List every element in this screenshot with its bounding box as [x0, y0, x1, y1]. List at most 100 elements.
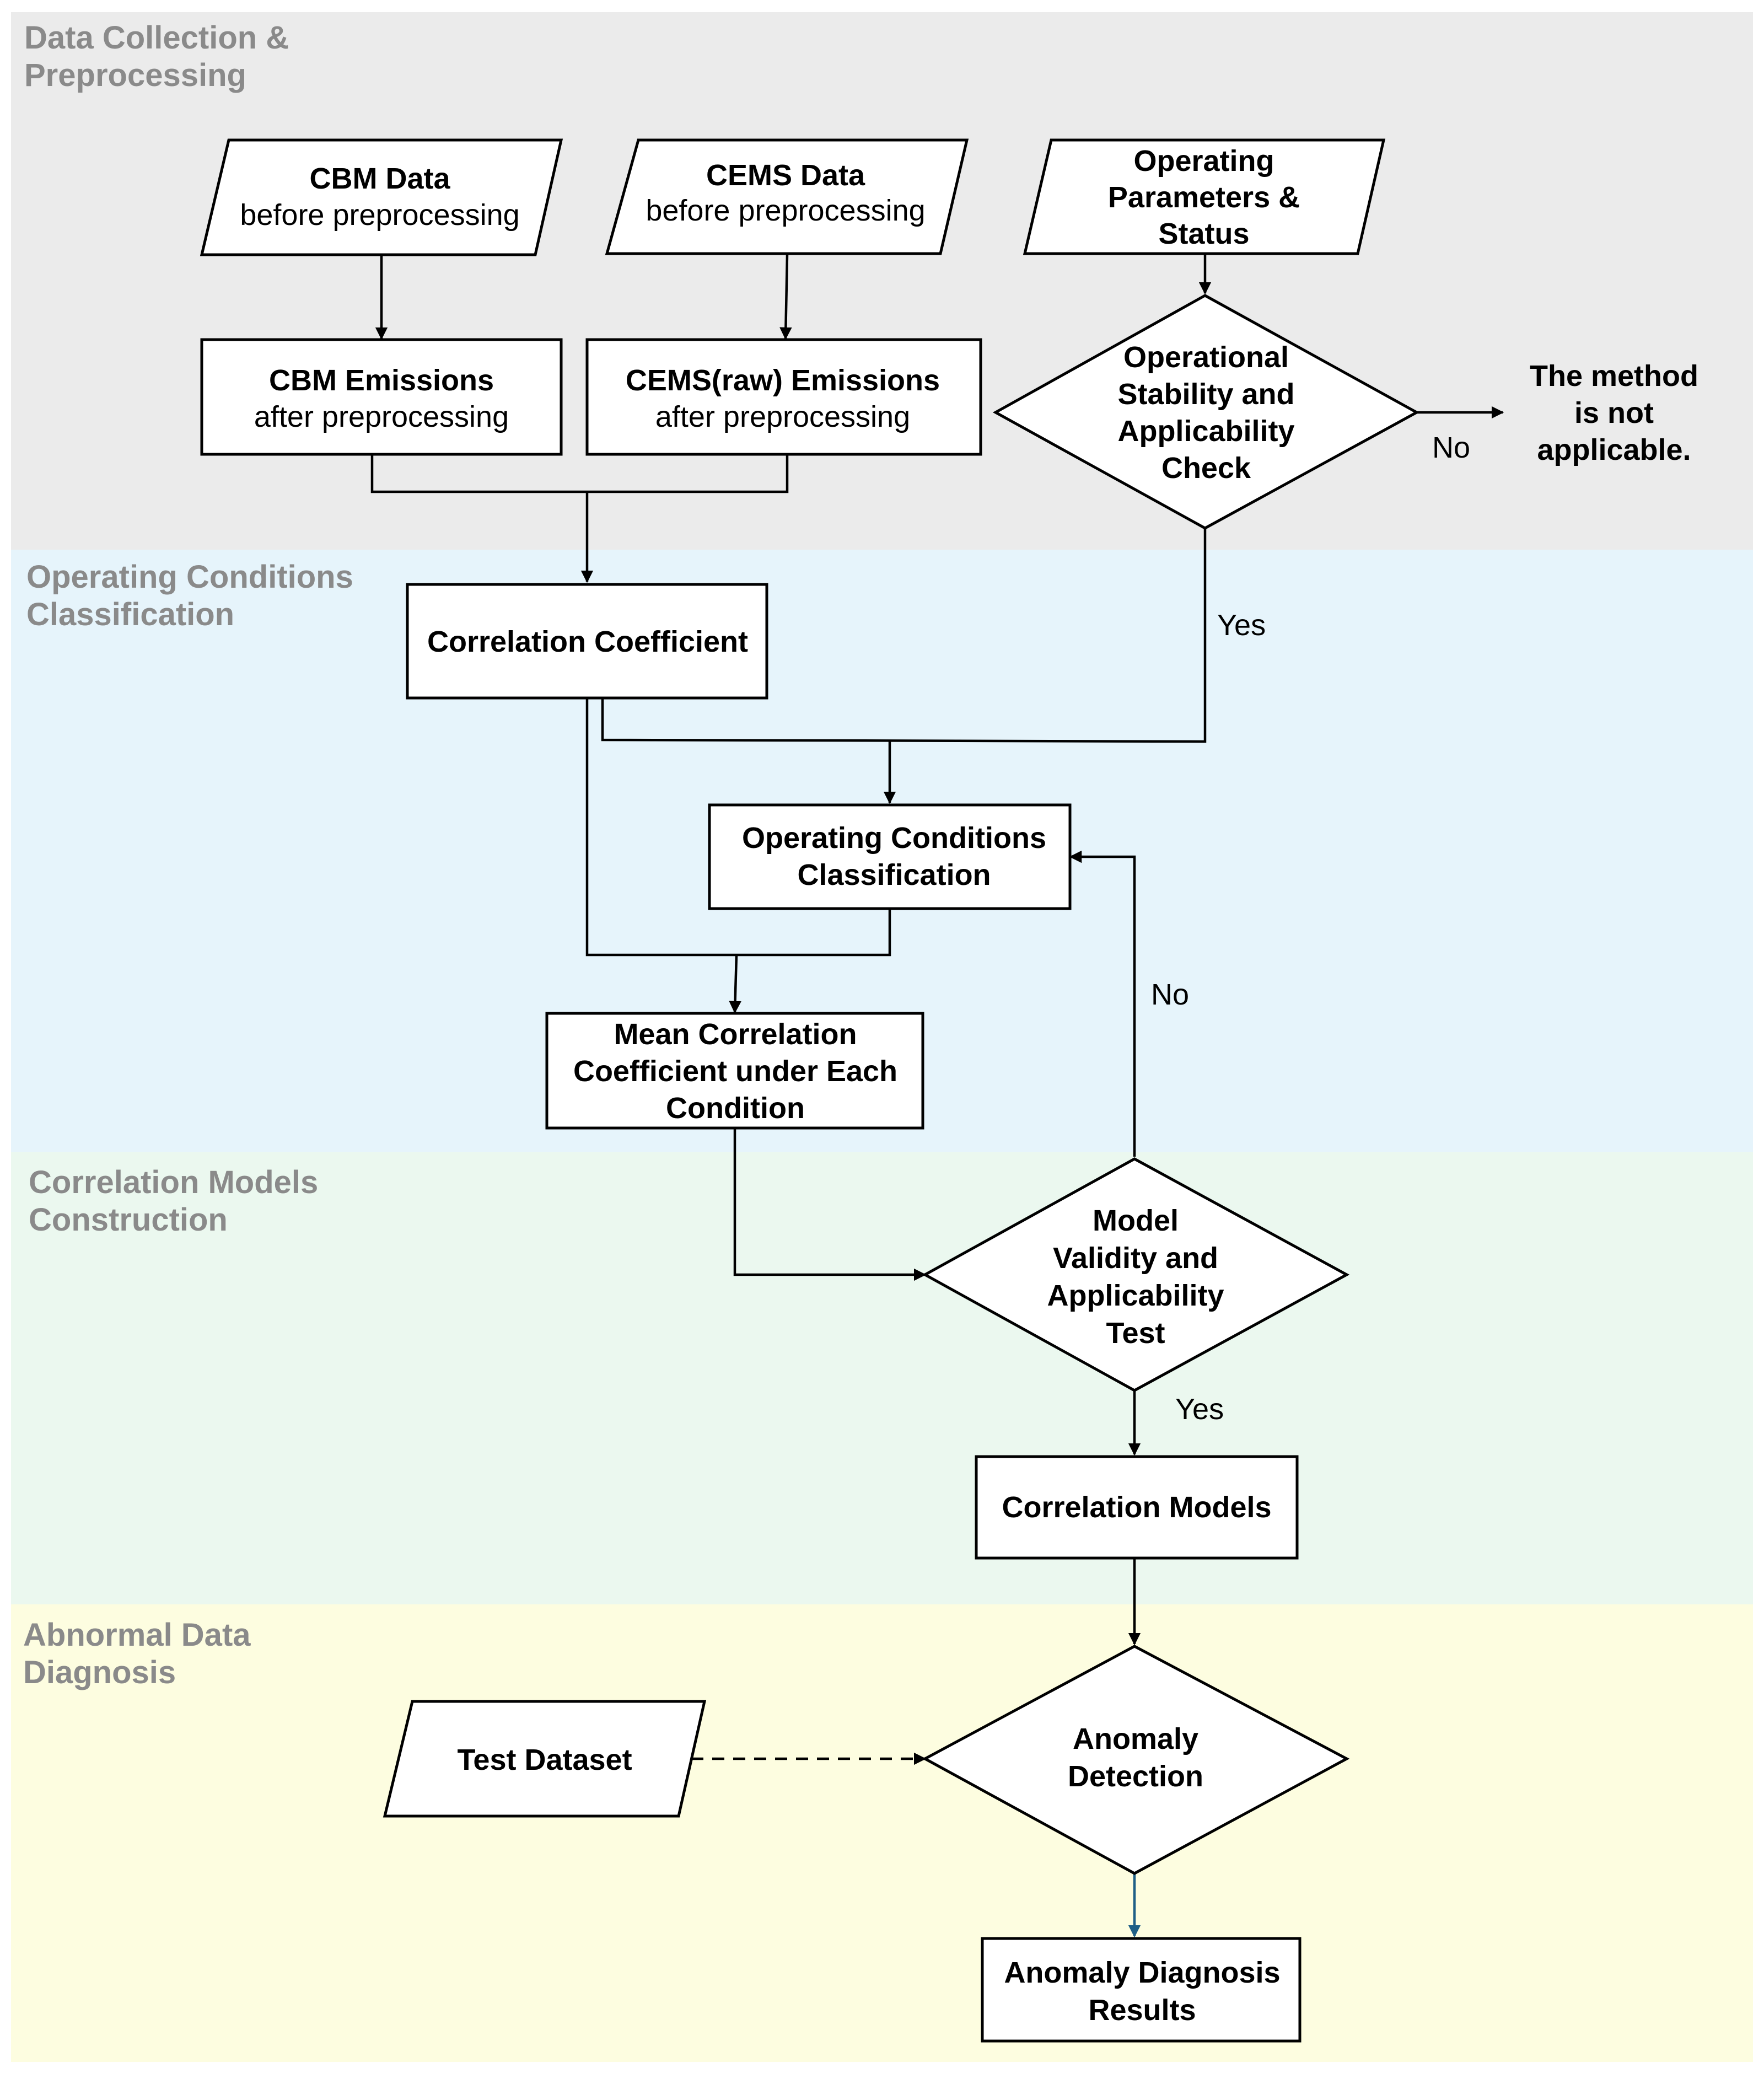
process-box-shape	[981, 1937, 1302, 2043]
text-line: Parameters &	[1108, 181, 1300, 214]
edge-mean-to-validity	[733, 1128, 927, 1281]
lane-abnormal-diagnosis	[11, 1604, 1753, 2062]
text-line: Classification	[797, 858, 991, 892]
text-line: Applicability	[1117, 415, 1294, 448]
text-line: Check	[1161, 452, 1251, 485]
node-correlation-coefficient[interactable]: Correlation Coefficient	[406, 583, 768, 700]
node-label: Correlation Coefficient	[427, 625, 748, 658]
decision-diamond-shape	[922, 1645, 1350, 1875]
edge-label-check-yes: Yes	[1217, 609, 1266, 642]
text-line: Preprocessing	[24, 57, 246, 93]
text-line: Condition	[666, 1092, 805, 1125]
text-line: Coefficient under Each	[573, 1055, 897, 1088]
text-line: CEMS(raw) Emissions	[626, 364, 940, 397]
text-line: Operating Conditions	[742, 821, 1046, 855]
text-line: Test	[1106, 1317, 1165, 1350]
text-line: Data Collection &	[24, 20, 289, 56]
edge-check-yes	[601, 528, 1207, 743]
text-line: Anomaly Diagnosis	[1004, 1956, 1280, 1989]
text-line: CEMS Data	[706, 159, 865, 192]
parallelogram-shape	[605, 138, 969, 255]
edge-emissions-merge	[370, 454, 789, 493]
text-line: Anomaly	[1073, 1722, 1198, 1755]
text-line: Correlation Models	[29, 1164, 318, 1200]
text-line: Test Dataset	[457, 1743, 632, 1776]
text-line: Diagnosis	[23, 1655, 176, 1690]
text-line: Results	[1088, 1994, 1196, 2027]
text-line: Applicability	[1047, 1279, 1224, 1312]
edge-label-validity-yes: Yes	[1175, 1393, 1224, 1426]
text-line: Validity and	[1053, 1242, 1218, 1275]
edge-coefficient-to-mean	[585, 698, 891, 957]
connectors	[370, 254, 1504, 1938]
node-label: Correlation Models	[1002, 1491, 1271, 1524]
process-box-shape	[708, 803, 1072, 910]
text-line: Correlation Coefficient	[427, 625, 748, 658]
text-line: Operational	[1123, 341, 1289, 374]
edge-label-check-no: No	[1432, 431, 1470, 464]
parallelogram-shape	[383, 1700, 707, 1818]
text-line: CBM Emissions	[269, 364, 494, 397]
edge-label-validity-no: No	[1151, 978, 1189, 1011]
text-line: Model	[1093, 1204, 1179, 1237]
process-box-shape	[545, 1012, 924, 1130]
text-line: CBM Data	[309, 162, 450, 195]
edge-validity-no	[1069, 850, 1136, 1157]
node-test-dataset[interactable]: Test Dataset	[383, 1700, 707, 1818]
edge-cems-data-to-emissions	[779, 254, 792, 340]
text-line: before preprocessing	[240, 198, 519, 232]
decision-diamond-shape	[922, 1157, 1350, 1392]
text-line: Operating	[1133, 144, 1274, 178]
parallelogram-shape	[1023, 138, 1386, 255]
edge-merge-to-mean	[729, 954, 741, 1014]
process-box-shape	[585, 338, 982, 456]
text-line: Operating Conditions	[26, 559, 353, 595]
text-line: after preprocessing	[254, 400, 509, 433]
lane-model-construction	[11, 1152, 1753, 1604]
text-line: Stability and	[1117, 378, 1294, 411]
text-line: Abnormal Data	[23, 1617, 251, 1653]
text-line: Detection	[1068, 1760, 1203, 1793]
text-line: after preprocessing	[655, 400, 910, 433]
lane-data-collection	[11, 12, 1753, 550]
node-correlation-models[interactable]: Correlation Models	[975, 1455, 1299, 1560]
text-line: is not	[1574, 396, 1654, 429]
lane-title-data-collection: Data Collection &Preprocessing	[24, 20, 289, 93]
decision-diamond-shape	[992, 294, 1420, 530]
process-box-shape	[406, 583, 768, 700]
process-box-shape	[200, 338, 563, 456]
text-line: applicable.	[1537, 433, 1691, 466]
node-label: Test Dataset	[457, 1743, 632, 1776]
text-line: before preprocessing	[646, 194, 925, 227]
process-box-shape	[975, 1455, 1299, 1560]
text-line: Construction	[29, 1202, 228, 1238]
text-line: Correlation Models	[1002, 1491, 1271, 1524]
